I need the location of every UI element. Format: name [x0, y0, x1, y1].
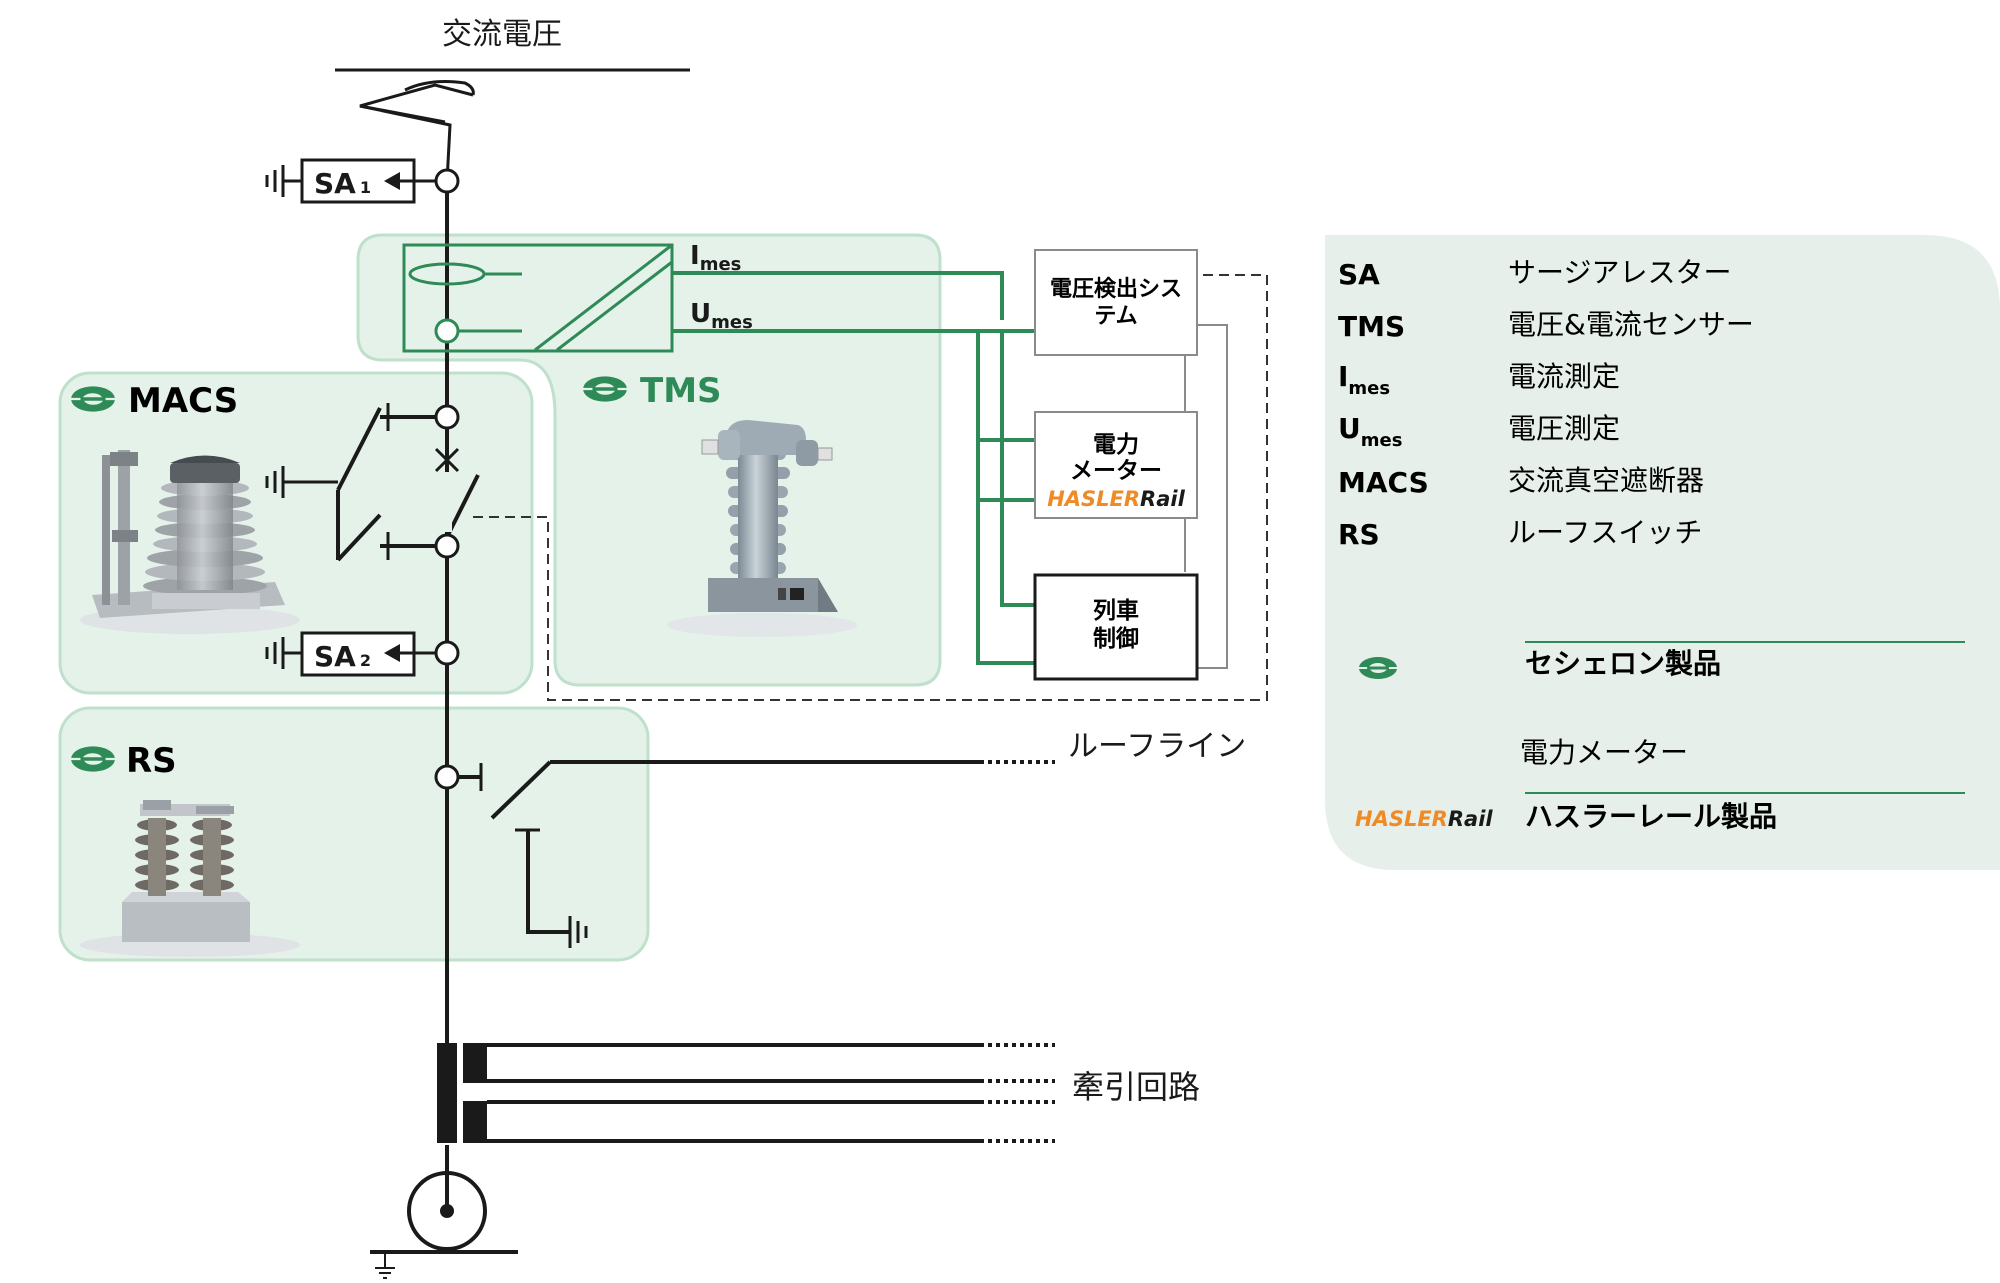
legend-hasler-products: ハスラーレール製品 [1525, 800, 1777, 833]
svg-text:SA2: SA2 [314, 640, 371, 673]
legend-abbr-imes: I [1338, 360, 1348, 393]
dashed-control-line [473, 274, 1268, 701]
ground-icon [265, 466, 300, 498]
sa1-label: SA [314, 167, 356, 200]
train-control-box: 列車 制御 [1033, 573, 1199, 681]
node-tms-voltage [434, 318, 460, 344]
node-sa1 [434, 168, 460, 194]
rs-photo [80, 800, 300, 957]
train-control-line2: 制御 [1093, 625, 1139, 652]
legend-desc-tms: 電圧&電流センサー [1508, 308, 1754, 341]
legend-abbr-tms: TMS [1338, 310, 1405, 343]
hasler-logo-box: HASLERRail [1047, 487, 1185, 511]
legend-item: TMS 電圧&電流センサー [1338, 308, 1754, 343]
breaker-x-icon [434, 447, 460, 473]
tms-sensor-photo [667, 420, 857, 637]
legend-abbr-umes: U [1338, 412, 1361, 445]
roof-switch [434, 760, 1055, 948]
legend-item: SA サージアレスター [1338, 256, 1731, 291]
legend-item: Umes 電圧測定 [1338, 412, 1620, 451]
macs-breaker [300, 403, 480, 562]
umes-sub: mes [711, 312, 753, 333]
ac-voltage-title: 交流電圧 [442, 17, 562, 52]
legend-sub-imes: mes [1348, 378, 1390, 399]
arrow-left-icon [384, 172, 435, 190]
legend-sub-umes: mes [1361, 430, 1403, 451]
node-macs-upper [434, 404, 460, 430]
legend-desc-umes: 電圧測定 [1508, 412, 1620, 445]
voltage-detection-line1: 電圧検出シス [1050, 277, 1182, 302]
legend-desc-rs: ルーフスイッチ [1508, 516, 1702, 549]
sa2-label: SA [314, 640, 356, 673]
ground-icon [265, 165, 302, 197]
legend-abbr-rs: RS [1338, 518, 1380, 551]
legend-desc-macs: 交流真空遮断器 [1508, 464, 1704, 497]
legend-item: MACS 交流真空遮断器 [1338, 464, 1704, 499]
imes-sub: mes [700, 254, 742, 275]
voltage-detection-line2: テム [1094, 304, 1137, 329]
traction-circuit-label: 牽引回路 [1072, 1068, 1200, 1106]
legend-desc-imes: 電流測定 [1508, 360, 1620, 393]
legend-power-meter: 電力メーター [1520, 736, 1688, 769]
grey-wiring [1184, 324, 1228, 669]
signal-wiring [672, 271, 1035, 665]
panels [58, 233, 2000, 962]
macs-photo [80, 450, 300, 634]
macs-title: MACS [128, 381, 238, 421]
ground-icon [375, 1252, 395, 1279]
legend-panel [1325, 235, 2000, 870]
legend-desc-sa: サージアレスター [1508, 256, 1731, 289]
imes-label: I [690, 241, 700, 271]
ground-icon [265, 637, 302, 669]
node-rs [434, 764, 460, 790]
tms-title: TMS [640, 371, 722, 411]
sa1-sub: 1 [360, 178, 371, 197]
power-meter-line1: 電力 [1093, 432, 1139, 458]
wheel-ground [370, 1171, 518, 1279]
node-macs-lower [434, 533, 460, 559]
power-meter-box: 電力 メーター HASLERRail [1034, 411, 1198, 519]
power-meter-line2: メーター [1070, 458, 1162, 484]
svg-text:SA1: SA1 [314, 167, 371, 200]
node-sa2 [434, 640, 460, 666]
legend-abbr-sa: SA [1338, 258, 1380, 291]
pantograph-arm [359, 80, 475, 124]
legend-abbr-macs: MACS [1338, 466, 1429, 499]
svg-text:Umes: Umes [690, 299, 753, 333]
svg-text:Umes: Umes [1338, 412, 1402, 451]
umes-label: U [690, 299, 711, 329]
sa2-sub: 2 [360, 651, 371, 670]
rs-title: RS [126, 741, 177, 781]
tms-sensor: Imes Umes [402, 241, 753, 353]
roof-line-label: ルーフライン [1068, 729, 1246, 764]
arrow-left-icon [384, 644, 435, 662]
legend-item: Imes 電流測定 [1338, 360, 1620, 399]
legend: SA サージアレスター TMS 電圧&電流センサー Imes 電流測定 Umes… [1338, 256, 1965, 833]
legend-item: RS ルーフスイッチ [1338, 516, 1702, 551]
hasler-logo-legend: HASLERRail [1355, 807, 1493, 831]
pantograph-link [359, 104, 452, 183]
legend-secheron-products: セシェロン製品 [1525, 647, 1721, 680]
voltage-detection-box: 電圧検出シス テム [1034, 249, 1198, 356]
pantograph [335, 68, 690, 183]
transformer [437, 1043, 1055, 1143]
svg-text:Imes: Imes [690, 241, 741, 275]
train-control-line1: 列車 [1093, 598, 1139, 624]
tms-panel [356, 233, 942, 687]
ground-icon [568, 916, 588, 948]
svg-text:Imes: Imes [1338, 360, 1390, 399]
